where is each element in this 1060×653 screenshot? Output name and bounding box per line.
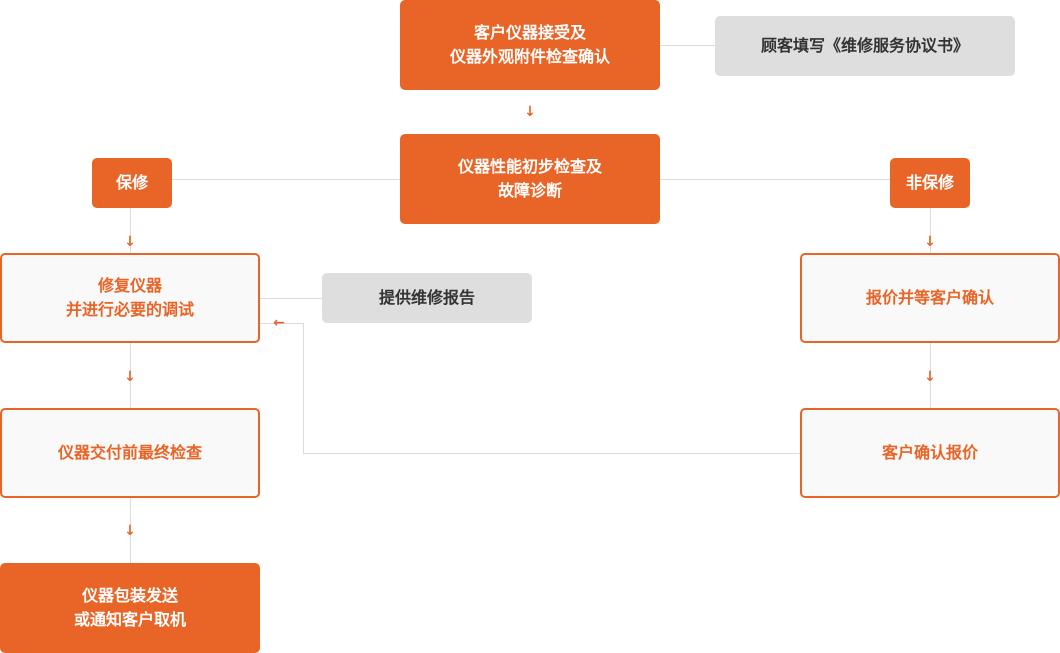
- branch-warranty-label: 保修: [115, 173, 148, 192]
- step-ship: 仪器包装发送或通知客户取机: [0, 563, 260, 653]
- step-repair-line1: 修复仪器: [97, 276, 162, 295]
- branch-non-warranty: 非保修: [890, 158, 970, 208]
- arrow-down-icon: ↓: [924, 369, 936, 385]
- connector-diagnose-nonwarranty: [660, 179, 890, 180]
- connector-finalcheck-ship: [130, 497, 131, 564]
- note-agreement: 顾客填写《维修服务协议书》: [715, 16, 1015, 76]
- step-diagnose-line2: 故障诊断: [497, 181, 562, 200]
- branch-non-warranty-label: 非保修: [905, 173, 954, 192]
- connector-confirm-back-v: [303, 323, 304, 454]
- arrow-down-icon: ↓: [124, 369, 136, 385]
- step-repair: 修复仪器并进行必要的调试: [0, 253, 260, 343]
- arrow-left-icon: ←: [273, 315, 285, 331]
- connector-repair-finalcheck: [130, 342, 131, 409]
- connector-nonwarranty-quote: [930, 208, 931, 254]
- arrow-down-icon: ↓: [124, 523, 136, 539]
- step-confirm-quote: 客户确认报价: [800, 408, 1060, 498]
- step-confirm-quote-text: 客户确认报价: [881, 443, 978, 462]
- connector-repair-report: [260, 298, 322, 299]
- connector-quote-confirm: [930, 342, 931, 409]
- connector-confirm-back-h: [303, 453, 800, 454]
- connector-receive-note: [660, 45, 716, 46]
- arrow-down-icon: ↓: [524, 104, 536, 120]
- connector-diagnose-warranty: [172, 179, 400, 180]
- step-receive: 客户仪器接受及仪器外观附件检查确认: [400, 0, 660, 90]
- arrow-down-icon: ↓: [924, 234, 936, 250]
- step-final-check: 仪器交付前最终检查: [0, 408, 260, 498]
- connector-warranty-repair: [130, 208, 131, 254]
- note-report-text: 提供维修报告: [378, 288, 475, 307]
- note-report: 提供维修报告: [322, 273, 532, 323]
- arrow-down-icon: ↓: [124, 234, 136, 250]
- step-diagnose: 仪器性能初步检查及故障诊断: [400, 134, 660, 224]
- step-quote: 报价并等客户确认: [800, 253, 1060, 343]
- step-ship-line2: 或通知客户取机: [73, 610, 186, 629]
- branch-warranty: 保修: [92, 158, 172, 208]
- step-repair-line2: 并进行必要的调试: [65, 300, 194, 319]
- step-receive-line1: 客户仪器接受及: [473, 23, 586, 42]
- step-ship-line1: 仪器包装发送: [81, 586, 178, 605]
- note-agreement-text: 顾客填写《维修服务协议书》: [760, 36, 969, 55]
- step-receive-line2: 仪器外观附件检查确认: [449, 47, 610, 66]
- step-diagnose-line1: 仪器性能初步检查及: [457, 157, 602, 176]
- step-final-check-text: 仪器交付前最终检查: [57, 443, 202, 462]
- connector-confirm-back-top: [260, 323, 304, 324]
- step-quote-text: 报价并等客户确认: [865, 288, 994, 307]
